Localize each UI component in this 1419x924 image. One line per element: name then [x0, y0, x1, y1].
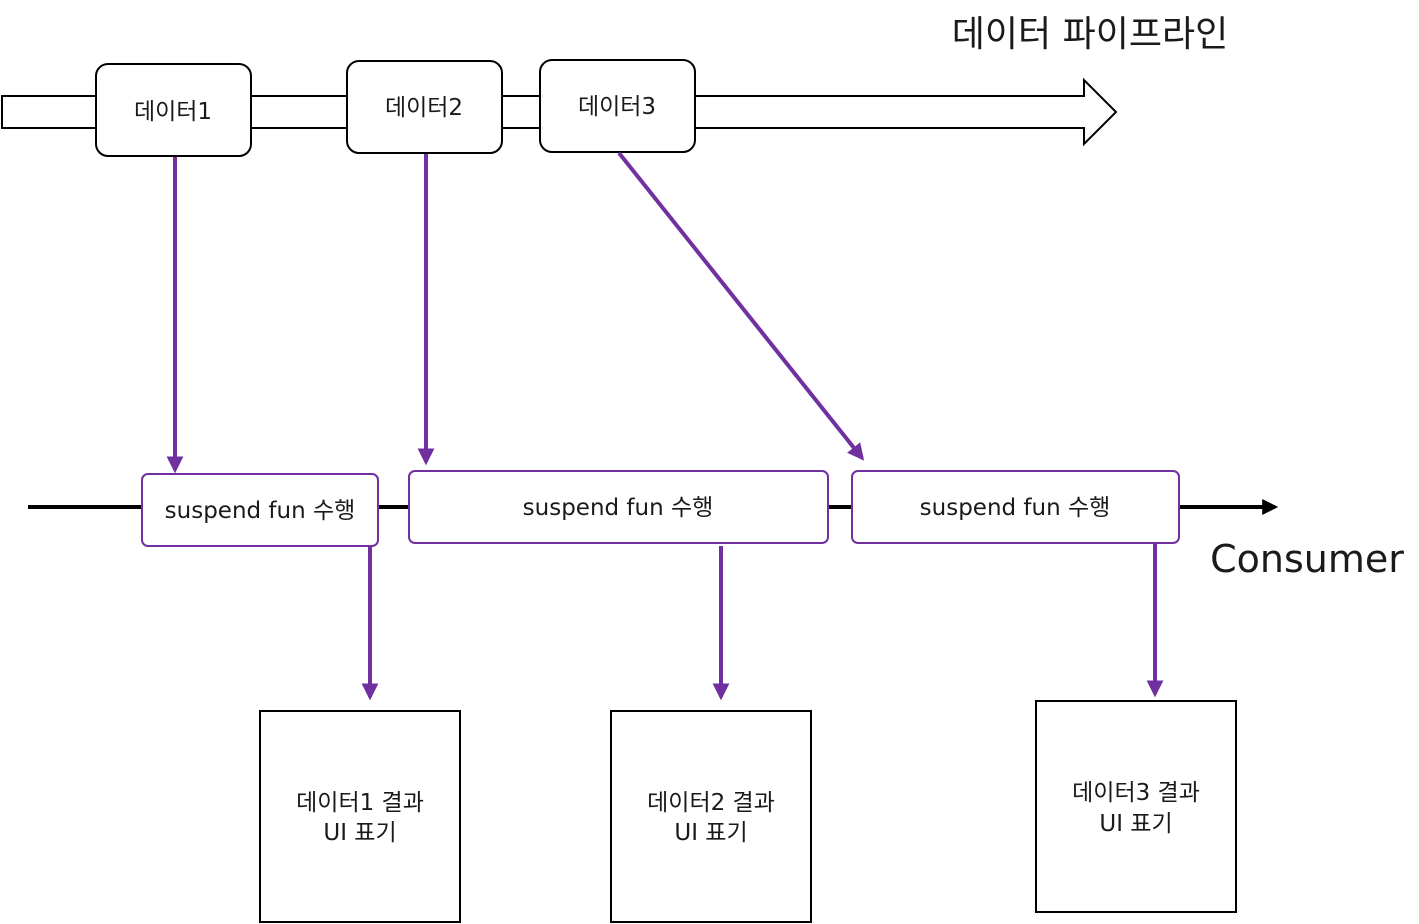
pipeline-item-1: 데이터1	[95, 63, 252, 157]
pipeline-item-2: 데이터2	[346, 60, 503, 154]
consumer-task-2: suspend fun 수행	[408, 470, 829, 544]
task-label: suspend fun 수행	[165, 498, 356, 524]
consumer-label: Consumer	[1210, 537, 1404, 581]
result-line2: UI 표기	[674, 820, 747, 846]
pipeline-item-label: 데이터2	[385, 95, 463, 121]
pipeline-item-label: 데이터1	[134, 99, 212, 125]
pipeline-title: 데이터 파이프라인	[952, 14, 1228, 55]
result-line1: 데이터1 결과	[296, 790, 424, 816]
result-line2: UI 표기	[323, 820, 396, 846]
result-line1: 데이터2 결과	[647, 790, 775, 816]
pipeline-item-3: 데이터3	[539, 59, 696, 153]
result-line2: UI 표기	[1099, 811, 1172, 837]
pipeline-item-label: 데이터3	[578, 94, 656, 120]
result-box-2: 데이터2 결과 UI 표기	[610, 710, 812, 923]
task-label: suspend fun 수행	[920, 495, 1111, 521]
consumer-task-3: suspend fun 수행	[851, 470, 1180, 544]
connector-arrow-3	[617, 151, 865, 461]
result-box-1: 데이터1 결과 UI 표기	[259, 710, 461, 923]
task-label: suspend fun 수행	[523, 495, 714, 521]
result-box-3: 데이터3 결과 UI 표기	[1035, 700, 1237, 913]
result-line1: 데이터3 결과	[1072, 780, 1200, 806]
consumer-task-1: suspend fun 수행	[141, 473, 379, 547]
